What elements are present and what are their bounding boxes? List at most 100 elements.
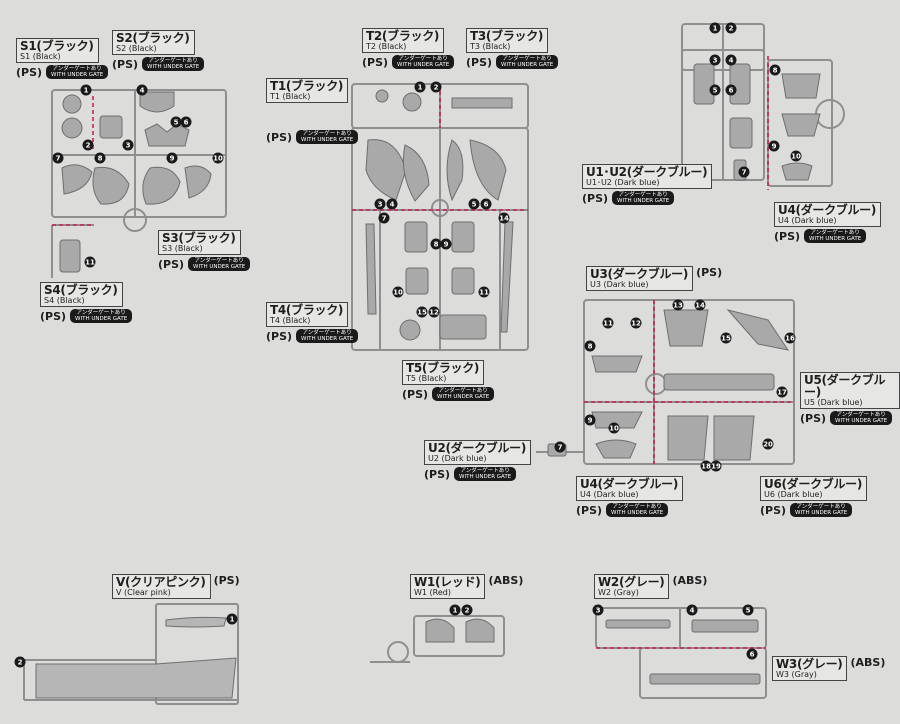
part-number-badge [416,306,428,318]
label-name: S2(ブラック) [116,31,190,45]
label-sub: U4 (Dark blue) [778,216,837,225]
part-number-text: 3 [378,201,383,209]
material: (PS) [466,55,493,69]
part-number-text: 8 [773,67,778,75]
part-number-badge [478,286,490,298]
part-number-badge [449,604,461,616]
runner-v [23,603,239,705]
runner-t-parts [365,89,514,341]
part-number-badge [136,84,148,96]
label-w2: W2(グレー)W2 (Gray) (ABS) [594,574,707,599]
part-number-badge [94,152,106,164]
part-number-text: 1 [84,87,89,95]
part-number-badge [468,198,480,210]
label-name: T5(ブラック) [406,361,480,375]
part-number-text: 10 [791,153,801,161]
material: (PS) [266,329,293,343]
part-number-text: 18 [701,463,711,471]
part-number-text: 2 [729,25,734,33]
label-name: S4(ブラック) [44,283,118,297]
part-number-text: 3 [713,57,718,65]
runner-w1 [370,615,505,663]
label-sub: U3 (Dark blue) [590,280,649,289]
part-number-text: 12 [631,320,641,328]
part-number-badge [769,64,781,76]
label-name: S3(ブラック) [162,231,236,245]
label-name: U4(ダークブルー) [580,477,679,491]
part-number-text: 2 [86,142,91,150]
part-number-badge [440,238,452,250]
label-sub: U4 (Dark blue) [580,490,639,499]
part-number-text: 6 [750,651,755,659]
material: (PS) [774,229,801,243]
part-number-text: 11 [85,259,95,267]
material: (ABS) [850,656,886,669]
label-sub: T1 (Black) [270,92,311,101]
material: (PS) [362,55,389,69]
material: (PS) [266,130,293,144]
part-number-badge [630,317,642,329]
part-number-badge [374,198,386,210]
part-number-badge [784,332,796,344]
runner-u1u2 [681,23,845,187]
label-v: V(クリアピンク)V (Clear pink) (PS) [112,574,240,599]
part-number-badge [592,604,604,616]
part-number-text: 10 [609,425,619,433]
part-number-text: 3 [596,607,601,615]
part-number-text: 11 [479,289,489,297]
label-t1: T1(ブラック)T1 (Black) [266,78,349,103]
part-number-text: 5 [174,119,179,127]
runner-s-cutlines [52,96,94,226]
part-number-text: 2 [434,84,439,92]
part-number-text: 16 [785,335,795,343]
label-sub: S3 (Black) [162,244,203,253]
part-number-badge [554,441,566,453]
part-number-badge [498,212,510,224]
part-number-text: 8 [434,241,439,249]
part-number-text: 5 [713,87,718,95]
runner-u3-cutlines [584,300,794,464]
label-u3: U3(ダークブルー)U3 (Dark blue) (PS) [586,266,722,291]
runner-w1-parts [425,618,495,643]
part-number-badge [414,81,426,93]
part-number-text: 13 [673,302,683,310]
label-sub: V (Clear pink) [116,588,171,597]
part-number-badge [709,84,721,96]
part-number-badge [584,340,596,352]
label-name: U1･U2(ダークブルー) [586,165,708,179]
label-name: W2(グレー) [598,575,665,589]
part-number-text: 9 [444,241,449,249]
part-number-text: 20 [763,441,773,449]
part-number-badge [602,317,614,329]
label-sub: U1･U2 (Dark blue) [586,178,660,187]
label-name: U2(ダークブルー) [428,441,527,455]
part-number-text: 19 [711,463,721,471]
label-name: U5(ダークブルー) [804,373,886,399]
part-number-badge [672,299,684,311]
part-number-text: 10 [213,155,223,163]
part-number-text: 9 [170,155,175,163]
material: (PS) [424,467,451,481]
part-number-text: 1 [230,616,235,624]
part-number-badge [776,386,788,398]
label-sub: S2 (Black) [116,44,157,53]
material: (PS) [696,266,723,279]
label-name: S1(ブラック) [20,39,94,53]
part-number-badge [710,460,722,472]
label-sub: T2 (Black) [366,42,407,51]
